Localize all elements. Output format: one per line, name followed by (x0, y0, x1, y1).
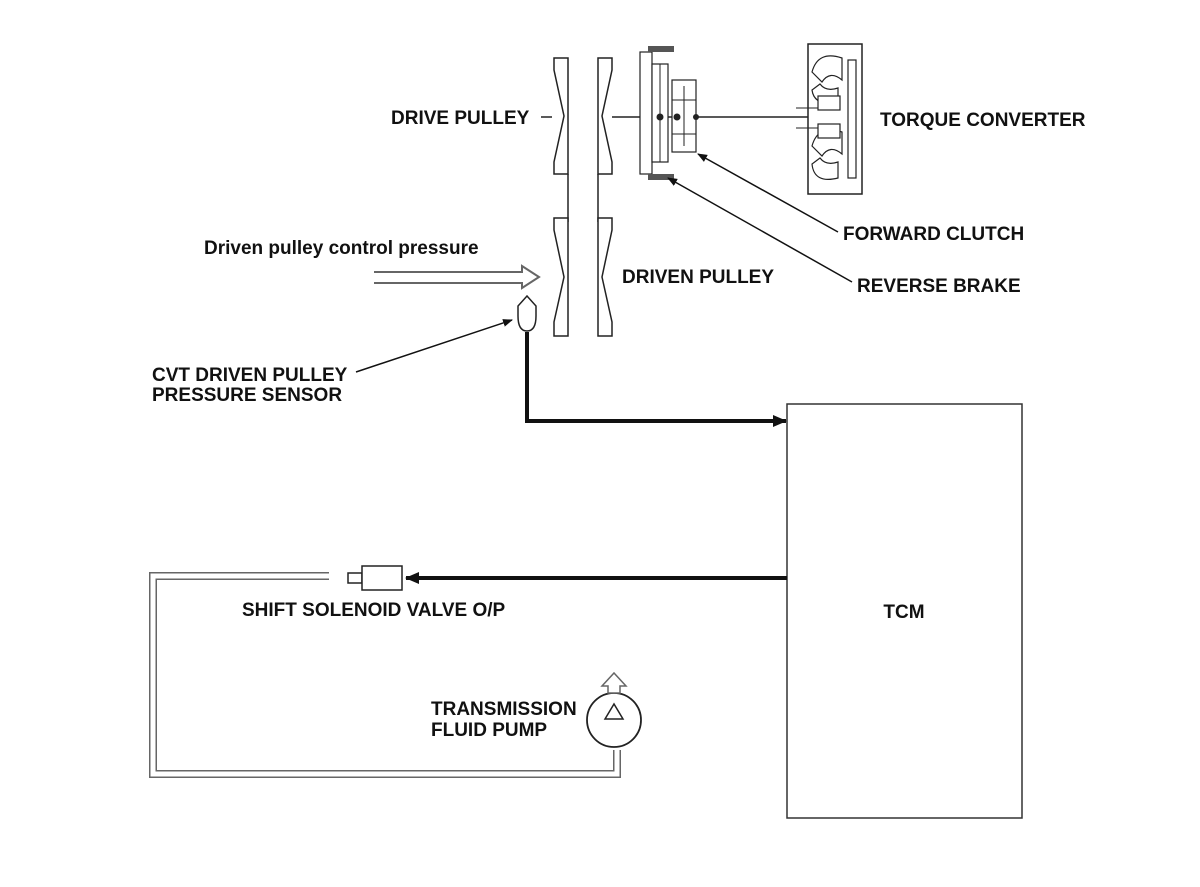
pump-label-line1: TRANSMISSION (431, 699, 577, 720)
sensor-label-line2: PRESSURE SENSOR (152, 385, 342, 406)
forward-clutch-leader (697, 153, 839, 233)
control-pressure-arrow (374, 264, 541, 290)
forward-clutch-label: FORWARD CLUTCH (843, 224, 1024, 245)
driven-pulley-label: DRIVEN PULLEY (622, 267, 774, 288)
reverse-brake-label: REVERSE BRAKE (857, 276, 1021, 297)
shift-solenoid-valve (347, 565, 403, 591)
shift-solenoid-label: SHIFT SOLENOID VALVE O/P (242, 600, 506, 621)
control-pressure-label: Driven pulley control pressure (204, 238, 479, 259)
pressure-sensor (517, 294, 537, 332)
tcm-box (786, 403, 1023, 819)
sensor-label-line1: CVT DRIVEN PULLEY (152, 365, 348, 386)
torque-converter (796, 43, 863, 195)
sensor-to-tcm-signal (525, 332, 787, 427)
clutch-brake-assembly (612, 46, 840, 180)
tcm-label: TCM (883, 602, 924, 623)
pump-label-line2: FLUID PUMP (431, 720, 547, 741)
torque-converter-label: TORQUE CONVERTER (880, 110, 1086, 131)
driven-pulley (553, 217, 613, 337)
drive-pulley (541, 57, 613, 175)
fluid-pump (586, 671, 642, 748)
reverse-brake-leader (667, 177, 853, 283)
belt (567, 174, 599, 222)
sensor-leader (355, 319, 513, 373)
hydraulic-line (149, 572, 621, 778)
drive-pulley-label: DRIVE PULLEY (391, 108, 530, 129)
